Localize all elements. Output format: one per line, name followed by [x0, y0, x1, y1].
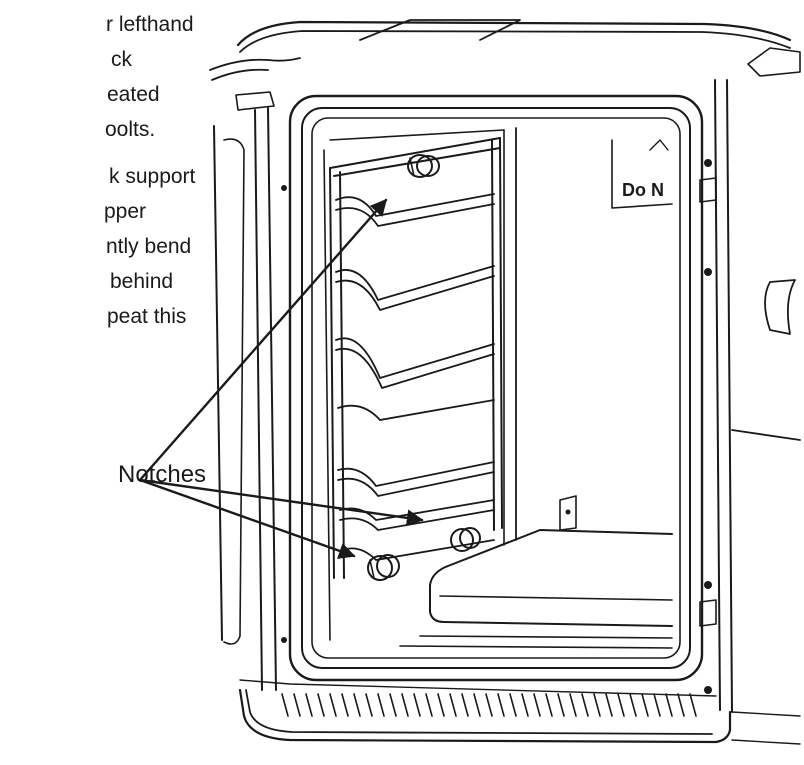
- vent-grille: [238, 679, 801, 745]
- arrow-to-top-notch: [138, 198, 388, 482]
- drip-tray: [399, 529, 673, 649]
- instruction-line-4: oolts.: [105, 118, 156, 141]
- instruction-line-7: ntly bend: [106, 235, 192, 258]
- door-frame: [288, 94, 704, 682]
- rack-support: [329, 137, 503, 579]
- mounting-bolt-bottom-right: [450, 527, 481, 552]
- instruction-line-8: behind: [110, 270, 174, 293]
- mounting-bolt-bottom-left: [367, 554, 400, 581]
- mounting-bolt-top: [407, 154, 440, 178]
- notch-arrows: [138, 198, 424, 559]
- instruction-line-2: ck: [111, 48, 132, 71]
- appliance-housing: [209, 19, 801, 713]
- instruction-line-1: r lefthand: [106, 13, 194, 36]
- instruction-line-3: eated: [107, 83, 160, 106]
- instruction-line-9: peat this: [107, 305, 187, 328]
- arrow-to-bottom-notch: [138, 478, 356, 559]
- instruction-line-5: k support: [109, 165, 196, 188]
- arrow-to-middle-notch: [138, 478, 424, 527]
- oven-cavity: [323, 127, 673, 641]
- instruction-line-6: pper: [104, 200, 147, 223]
- door-sticker-text: Do N: [622, 180, 664, 200]
